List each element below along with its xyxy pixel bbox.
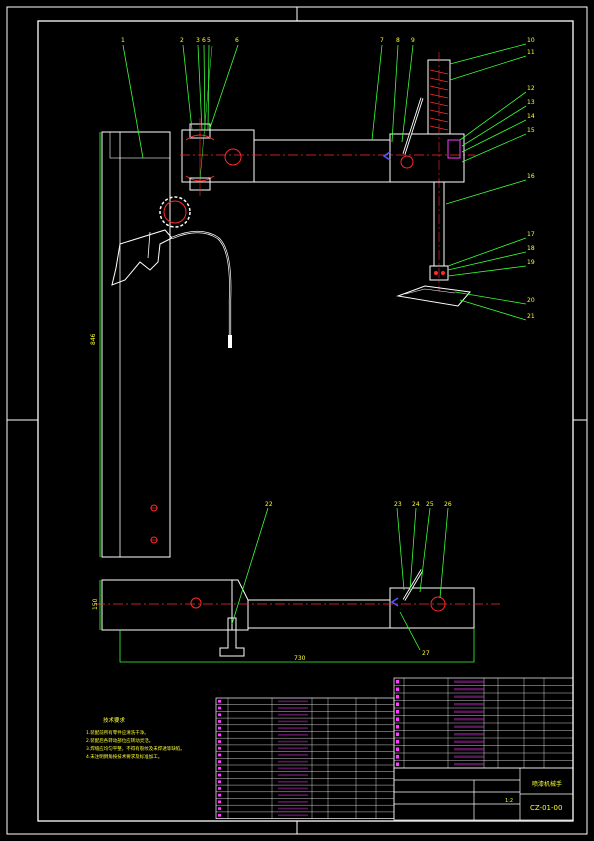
callout-26: 26 bbox=[444, 501, 452, 508]
spray-gun bbox=[111, 229, 173, 286]
callout-27: 27 bbox=[422, 650, 430, 657]
callout-12: 12 bbox=[527, 85, 535, 92]
callout-18: 18 bbox=[527, 245, 535, 252]
callout-3: 3 bbox=[196, 37, 200, 44]
column bbox=[101, 131, 171, 558]
title-block-scale: 1:2 bbox=[505, 798, 513, 804]
title-block bbox=[393, 767, 574, 821]
top-leaders bbox=[122, 43, 527, 321]
callout-25: 25 bbox=[426, 501, 434, 508]
callout-24: 24 bbox=[412, 501, 420, 508]
notes-title: 技术要求 bbox=[103, 716, 126, 724]
callout-15: 15 bbox=[527, 127, 535, 134]
callout-16: 16 bbox=[527, 173, 535, 180]
head-block bbox=[389, 133, 465, 183]
callout-1: 1 bbox=[121, 37, 125, 44]
nozzle-plate bbox=[396, 285, 471, 307]
parts-list-right bbox=[393, 677, 574, 769]
callout-22: 22 bbox=[265, 501, 273, 508]
pressure-gauge bbox=[159, 196, 191, 228]
parts-list-left bbox=[215, 697, 395, 819]
notes-line-3: 3.焊缝应均匀平整，不得有裂纹及未焊透等缺陷。 bbox=[86, 745, 185, 752]
callout-13: 13 bbox=[527, 99, 535, 106]
callout-14: 14 bbox=[527, 113, 535, 120]
callout-11: 11 bbox=[527, 49, 535, 56]
callout-21: 21 bbox=[527, 313, 535, 320]
callout-2: 2 bbox=[180, 37, 184, 44]
callout-10: 10 bbox=[527, 37, 535, 44]
notes-line-1: 1.装配前所有零件应清洗干净。 bbox=[86, 729, 149, 736]
foot-knob bbox=[219, 617, 245, 657]
callout-7: 7 bbox=[380, 37, 384, 44]
callout-23: 23 bbox=[394, 501, 402, 508]
title-block-drawing-no: CZ-01-00 bbox=[530, 804, 562, 812]
dimension-vertical-label: 846 bbox=[90, 333, 97, 345]
callout-8: 8 bbox=[396, 37, 400, 44]
callout-5: 5 bbox=[207, 37, 211, 44]
callout-17: 17 bbox=[527, 231, 535, 238]
callout-6: 6 bbox=[235, 37, 239, 44]
inner-frame bbox=[37, 20, 574, 822]
outer-frame bbox=[6, 6, 588, 835]
notes-line-4: 4.未注明倒角按技术要求及标准加工。 bbox=[86, 753, 162, 760]
hose bbox=[171, 230, 232, 345]
callout-9: 9 bbox=[411, 37, 415, 44]
title-block-name: 喷漆机械手 bbox=[532, 780, 562, 788]
callout-20: 20 bbox=[527, 297, 535, 304]
callout-19: 19 bbox=[527, 259, 535, 266]
centering-marks bbox=[7, 7, 587, 834]
dimension-width-label: 730 bbox=[294, 655, 306, 662]
dimension-height-label: 150 bbox=[92, 598, 99, 610]
callout-6a: 6 bbox=[202, 37, 206, 44]
base-arm bbox=[101, 579, 233, 631]
notes-line-2: 2.装配后各转动部位应转动灵活。 bbox=[86, 737, 153, 744]
